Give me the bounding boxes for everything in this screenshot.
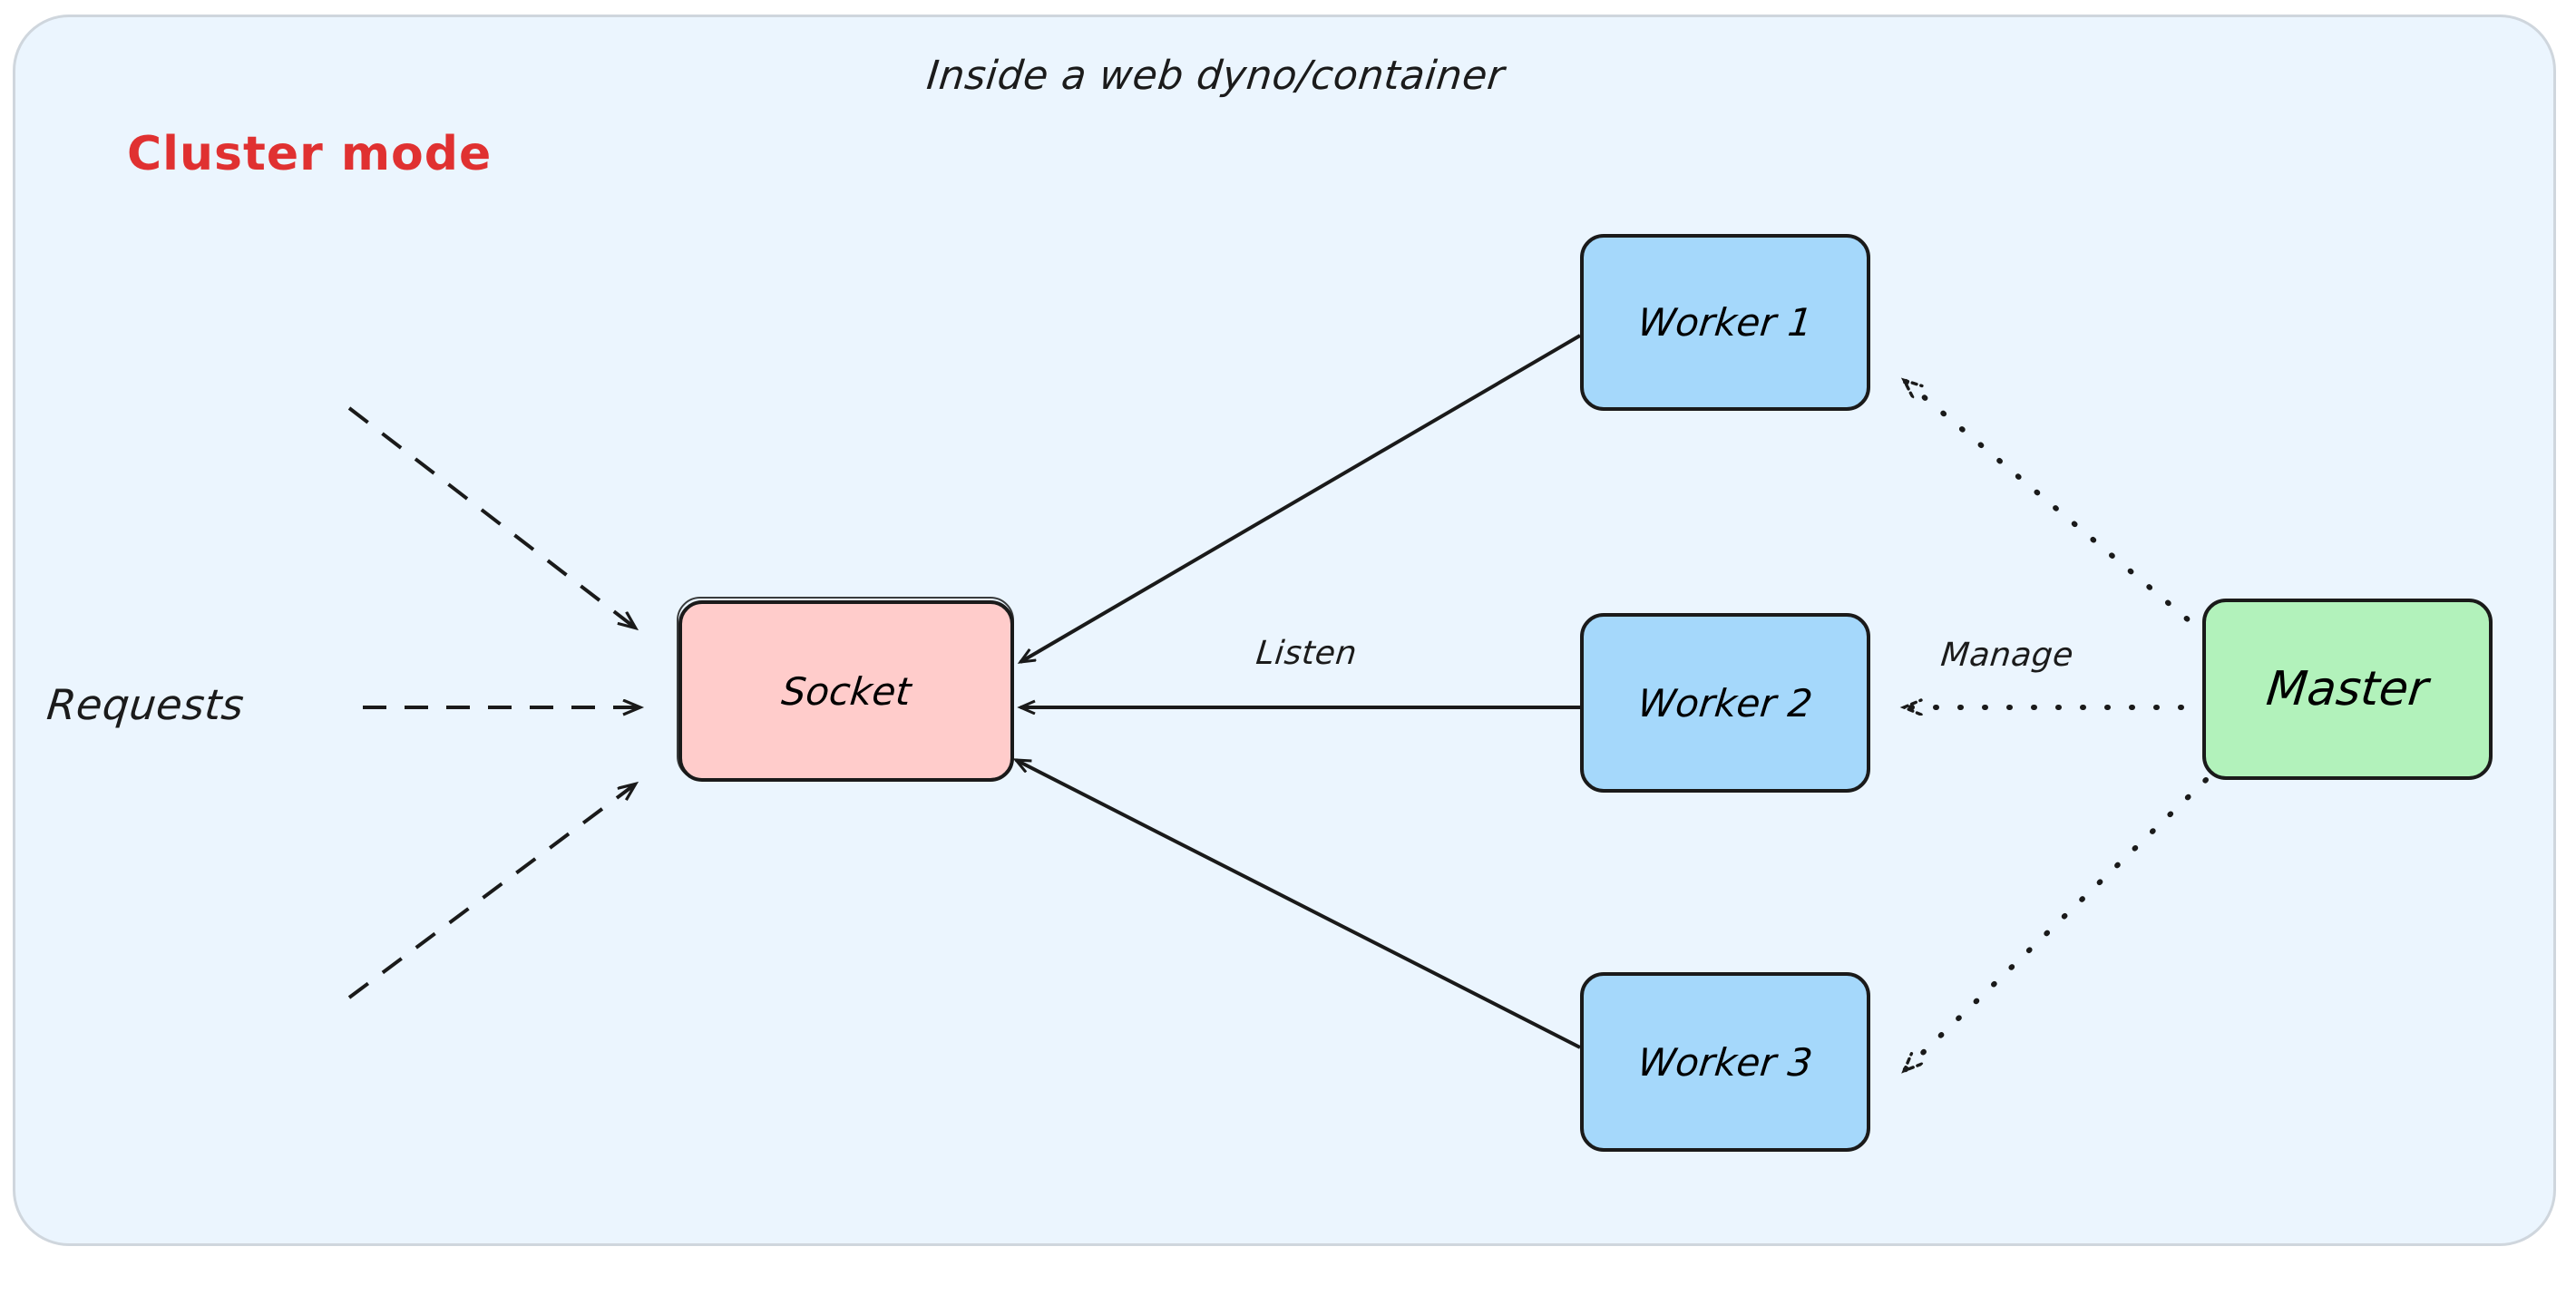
node-worker-3[interactable]: Worker 3	[1580, 972, 1870, 1152]
node-master[interactable]: Master	[2202, 599, 2493, 780]
edge-master-worker1	[1905, 381, 2209, 638]
edge-label-listen: Listen	[1254, 635, 1360, 672]
edge-worker3-socket	[1016, 758, 1581, 1049]
node-master-label: Master	[2264, 662, 2431, 716]
node-socket-label: Socket	[779, 668, 913, 714]
node-worker-2-label: Worker 2	[1635, 680, 1815, 726]
cluster-mode-label: Cluster mode	[127, 127, 493, 181]
node-socket[interactable]: Socket	[677, 597, 1014, 782]
dyno-container-boundary	[13, 15, 2556, 1246]
page-title: Inside a web dyno/container	[924, 53, 1508, 99]
requests-label: Requests	[44, 680, 247, 729]
node-worker-2[interactable]: Worker 2	[1580, 613, 1870, 793]
edge-label-manage: Manage	[1938, 637, 2076, 674]
node-worker-1[interactable]: Worker 1	[1580, 234, 1870, 411]
node-worker-3-label: Worker 3	[1635, 1039, 1815, 1085]
edge-worker1-socket	[1020, 334, 1582, 662]
edge-requests-top	[347, 406, 635, 628]
edge-master-worker3	[1905, 777, 2209, 1070]
node-worker-1-label: Worker 1	[1635, 300, 1815, 345]
edge-requests-bottom	[347, 784, 635, 999]
